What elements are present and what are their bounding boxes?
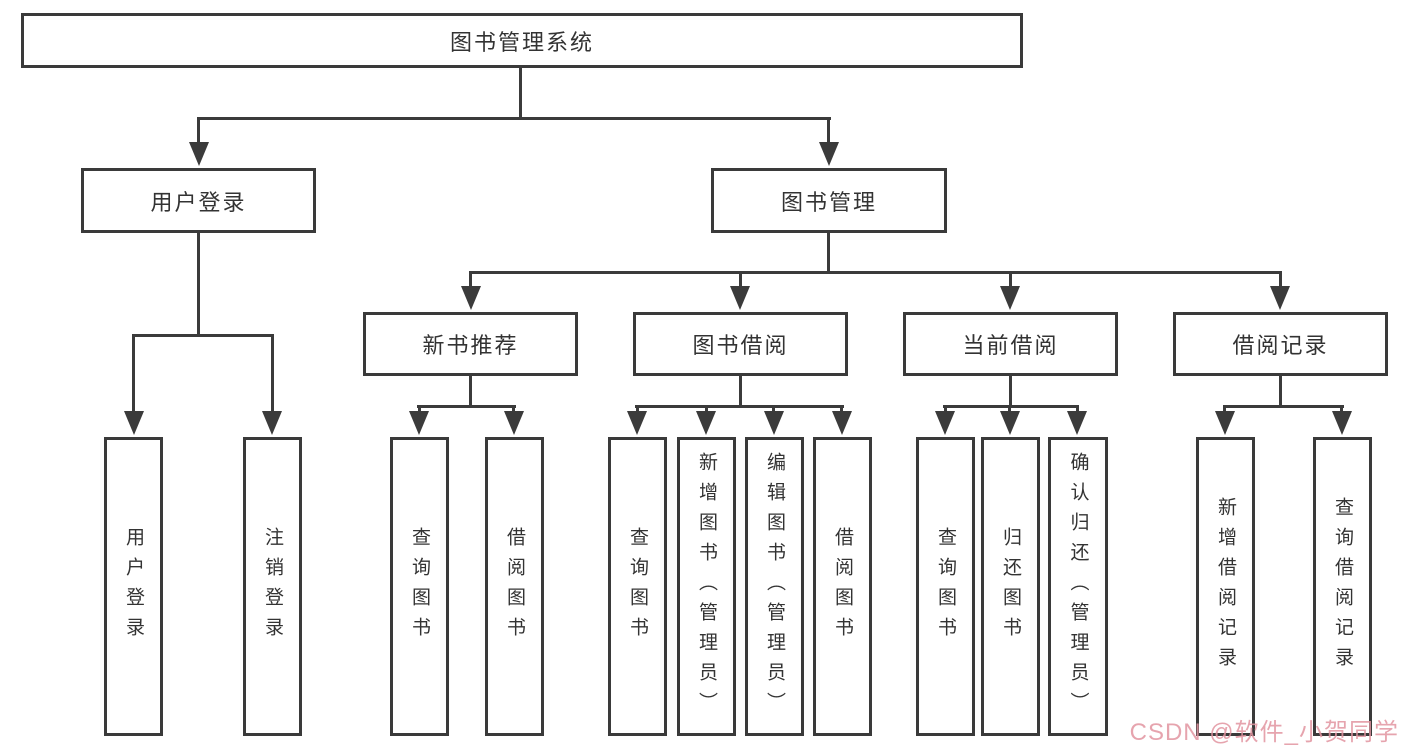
arrow-down-icon bbox=[409, 411, 429, 435]
edge-drop-leaf bbox=[1223, 405, 1226, 413]
leaf-label: 新增借阅记录 bbox=[1215, 496, 1236, 677]
leaf-label: 注销登录 bbox=[262, 526, 283, 647]
edge-user-login-distributor bbox=[132, 334, 274, 337]
edge-current-borrow-trunk bbox=[1009, 374, 1012, 408]
edge-drop-book-borrow bbox=[739, 271, 742, 288]
node-label: 图书管理 bbox=[780, 189, 877, 215]
node-label: 新书推荐 bbox=[422, 333, 519, 358]
edge-drop-leaf-login bbox=[132, 334, 135, 413]
leaf-confirm-return-admin: 确认归还（管理员） bbox=[1048, 437, 1108, 736]
leaf-edit-book-admin: 编辑图书（管理员） bbox=[745, 437, 804, 736]
arrow-down-icon bbox=[1000, 411, 1020, 435]
leaf-add-borrow-record: 新增借阅记录 bbox=[1196, 437, 1255, 736]
arrow-down-icon bbox=[832, 411, 852, 435]
edge-drop-leaf bbox=[1008, 405, 1011, 413]
csdn-watermark: CSDN @软件_小贺同学 bbox=[1129, 719, 1399, 746]
leaf-label: 借阅图书 bbox=[504, 526, 525, 647]
edge-drop-user-login bbox=[197, 117, 200, 145]
node-borrow-record: 借阅记录 bbox=[1173, 312, 1388, 376]
edge-user-login-trunk bbox=[197, 233, 200, 337]
node-current-borrow: 当前借阅 bbox=[903, 312, 1118, 376]
leaf-borrow-book-2: 借阅图书 bbox=[813, 437, 872, 736]
edge-book-management-trunk bbox=[827, 233, 830, 274]
arrow-down-icon bbox=[730, 286, 750, 310]
edge-drop-borrow-record bbox=[1279, 271, 1282, 288]
leaf-return-book: 归还图书 bbox=[981, 437, 1040, 736]
edge-current-borrow-distributor bbox=[943, 405, 1079, 408]
edge-drop-current-borrow bbox=[1009, 271, 1012, 288]
node-library-system: 图书管理系统 bbox=[21, 13, 1023, 68]
edge-drop-leaf bbox=[512, 405, 515, 413]
arrow-down-icon bbox=[1270, 286, 1290, 310]
arrow-down-icon bbox=[819, 142, 839, 166]
node-label: 当前借阅 bbox=[962, 333, 1059, 358]
leaf-label: 查询图书 bbox=[627, 526, 648, 647]
leaf-query-book-1: 查询图书 bbox=[390, 437, 449, 736]
arrow-down-icon bbox=[504, 411, 524, 435]
edge-drop-leaf bbox=[944, 405, 947, 413]
leaf-label: 查询借阅记录 bbox=[1332, 496, 1353, 677]
edge-book-borrow-distributor bbox=[635, 405, 844, 408]
leaf-query-borrow-record: 查询借阅记录 bbox=[1313, 437, 1372, 736]
edge-drop-new-book bbox=[469, 271, 472, 288]
edge-level3-distributor bbox=[469, 271, 1282, 274]
arrow-down-icon bbox=[1332, 411, 1352, 435]
edge-borrow-record-trunk bbox=[1279, 374, 1282, 408]
arrow-down-icon bbox=[189, 142, 209, 166]
arrow-down-icon bbox=[627, 411, 647, 435]
arrow-down-icon bbox=[262, 411, 282, 435]
edge-drop-book-management bbox=[827, 117, 830, 145]
node-new-book-recommend: 新书推荐 bbox=[363, 312, 578, 376]
node-book-borrow: 图书借阅 bbox=[633, 312, 848, 376]
arrow-down-icon bbox=[764, 411, 784, 435]
edge-new-book-trunk bbox=[469, 374, 472, 408]
arrow-down-icon bbox=[1067, 411, 1087, 435]
edge-drop-leaf-logout bbox=[271, 334, 274, 413]
edge-drop-leaf bbox=[1076, 405, 1079, 413]
leaf-query-book-3: 查询图书 bbox=[916, 437, 975, 736]
leaf-user-login: 用户登录 bbox=[104, 437, 163, 736]
leaf-label: 查询图书 bbox=[935, 526, 956, 647]
leaf-label: 归还图书 bbox=[1000, 526, 1021, 647]
leaf-add-book-admin: 新增图书（管理员） bbox=[677, 437, 736, 736]
leaf-label: 借阅图书 bbox=[832, 526, 853, 647]
node-label: 图书借阅 bbox=[692, 333, 789, 358]
arrow-down-icon bbox=[1215, 411, 1235, 435]
node-user-login: 用户登录 bbox=[81, 168, 316, 233]
node-label: 借阅记录 bbox=[1232, 333, 1329, 358]
edge-level1-distributor bbox=[198, 117, 831, 120]
edge-borrow-record-distributor bbox=[1223, 405, 1344, 408]
edge-drop-leaf bbox=[840, 405, 843, 413]
arrow-down-icon bbox=[1000, 286, 1020, 310]
leaf-logout: 注销登录 bbox=[243, 437, 302, 736]
arrow-down-icon bbox=[461, 286, 481, 310]
edge-drop-leaf bbox=[636, 405, 639, 413]
node-label: 图书管理系统 bbox=[449, 29, 594, 55]
leaf-label: 查询图书 bbox=[409, 526, 430, 647]
edge-drop-leaf bbox=[1340, 405, 1343, 413]
edge-new-book-distributor bbox=[417, 405, 516, 408]
edge-drop-leaf bbox=[418, 405, 421, 413]
leaf-label: 新增图书（管理员） bbox=[696, 451, 717, 722]
arrow-down-icon bbox=[696, 411, 716, 435]
arrow-down-icon bbox=[935, 411, 955, 435]
node-book-management: 图书管理 bbox=[711, 168, 947, 233]
edge-book-borrow-trunk bbox=[739, 374, 742, 408]
leaf-label: 编辑图书（管理员） bbox=[764, 451, 785, 722]
edge-root-trunk bbox=[519, 68, 522, 120]
edge-drop-leaf bbox=[705, 405, 708, 413]
leaf-label: 确认归还（管理员） bbox=[1067, 451, 1089, 722]
node-label: 用户登录 bbox=[150, 189, 247, 215]
leaf-query-book-2: 查询图书 bbox=[608, 437, 667, 736]
edge-drop-leaf bbox=[772, 405, 775, 413]
leaf-borrow-book-1: 借阅图书 bbox=[485, 437, 544, 736]
leaf-label: 用户登录 bbox=[123, 526, 144, 647]
arrow-down-icon bbox=[124, 411, 144, 435]
